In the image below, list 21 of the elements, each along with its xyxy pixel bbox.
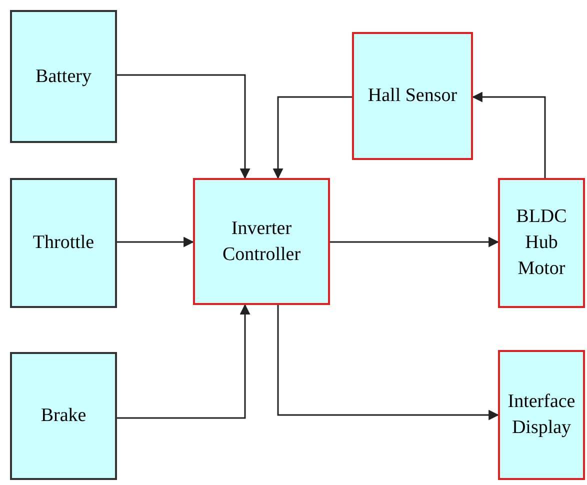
arrow bbox=[272, 96, 352, 180]
box-label: BLDC Hub Motor bbox=[515, 205, 568, 281]
arrow bbox=[472, 92, 546, 178]
box-label: Battery bbox=[34, 64, 92, 88]
arrow bbox=[117, 74, 250, 180]
arrow bbox=[277, 305, 500, 420]
box-label: Inverter Controller bbox=[221, 216, 302, 266]
box-label: Brake bbox=[40, 404, 88, 428]
process-box bbox=[10, 178, 117, 308]
process-box bbox=[10, 352, 117, 480]
process-box bbox=[498, 178, 585, 308]
arrow bbox=[330, 236, 500, 248]
process-box bbox=[352, 32, 473, 160]
process-box bbox=[10, 10, 117, 143]
arrow bbox=[117, 236, 194, 248]
process-box bbox=[193, 178, 330, 305]
box-label: Throttle bbox=[32, 231, 96, 255]
box-label: Hall Sensor bbox=[366, 84, 458, 108]
arrow bbox=[117, 304, 250, 419]
process-box bbox=[498, 350, 585, 480]
box-label: Interface Display bbox=[506, 390, 576, 440]
